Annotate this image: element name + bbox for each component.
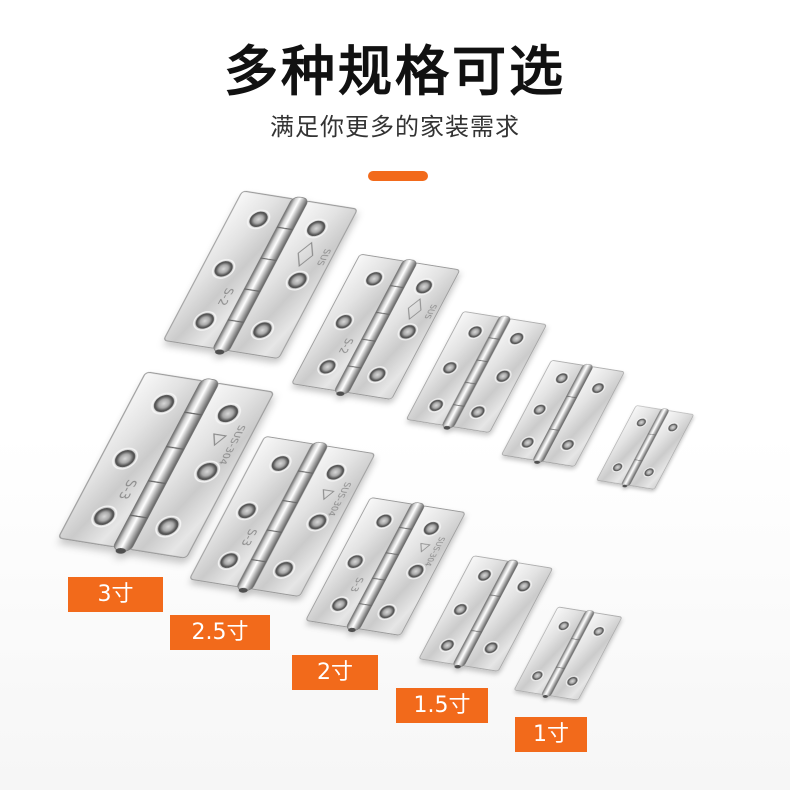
screw-hole — [468, 326, 482, 338]
hinge-pin-end — [336, 391, 345, 396]
hinge-bottom-5 — [514, 606, 622, 701]
screw-hole — [592, 383, 604, 394]
hinge-pin-end — [542, 694, 548, 698]
screw-hole — [517, 580, 531, 592]
stamp-diamond-logo — [407, 298, 422, 321]
screw-hole — [636, 418, 646, 427]
screw-hole — [308, 514, 327, 530]
screw-hole — [593, 627, 604, 636]
screw-hole — [478, 569, 491, 581]
screw-hole — [249, 211, 268, 228]
screw-hole — [613, 463, 623, 472]
hinge-pin-end — [238, 587, 248, 593]
screw-hole — [94, 507, 115, 526]
stamp-diamond-logo — [297, 241, 314, 267]
screw-hole — [532, 671, 543, 680]
screw-hole — [416, 279, 432, 294]
screw-hole — [275, 561, 293, 577]
screw-hole — [379, 605, 395, 619]
screw-hole — [668, 423, 678, 432]
page-subtitle: 满足你更多的家装需求 — [270, 113, 520, 141]
hinge-top-5 — [597, 405, 694, 490]
hinge-pin-end — [115, 547, 126, 554]
page-title: 多种规格可选 — [224, 40, 566, 103]
screw-hole — [217, 405, 239, 423]
screw-hole — [376, 514, 392, 528]
screw-hole — [306, 220, 326, 237]
hinge-top-4 — [501, 360, 625, 467]
hinge-pin-end — [443, 425, 451, 430]
size-label-2: 2寸 — [292, 655, 378, 690]
screw-hole — [288, 272, 307, 289]
hinge-bottom-4 — [419, 555, 553, 672]
screw-hole — [408, 564, 424, 578]
screw-hole — [271, 456, 290, 471]
hinge-pin-end — [214, 349, 225, 355]
screw-hole — [366, 272, 383, 286]
size-label-2-5: 2.5寸 — [170, 615, 270, 650]
screw-hole — [319, 360, 336, 374]
screw-hole — [335, 314, 352, 329]
screw-hole — [558, 621, 569, 631]
screw-hole — [454, 604, 467, 615]
screw-hole — [399, 325, 416, 339]
size-label-3: 3寸 — [68, 577, 163, 612]
screw-hole — [496, 370, 510, 382]
hinge-pin-end — [534, 460, 541, 464]
screw-hole — [220, 553, 238, 569]
screw-hole — [441, 640, 454, 651]
screw-hole — [238, 503, 256, 519]
screw-hole — [423, 522, 439, 535]
accent-divider — [368, 171, 428, 181]
screw-hole — [153, 394, 175, 413]
stamp-triangle-logo — [213, 433, 228, 447]
stamp-triangle-logo — [322, 489, 335, 501]
hinge-pin-end — [454, 664, 461, 669]
screw-hole — [510, 332, 524, 345]
screw-hole — [471, 406, 485, 418]
screw-hole — [484, 642, 498, 654]
screw-hole — [214, 261, 233, 277]
screw-hole — [369, 368, 386, 382]
screw-hole — [521, 437, 534, 448]
screw-hole — [347, 555, 363, 569]
size-label-1-5: 1.5寸 — [396, 688, 488, 723]
screw-hole — [114, 449, 136, 468]
screw-hole — [196, 462, 218, 481]
screw-hole — [562, 439, 574, 450]
screw-hole — [253, 322, 272, 338]
stamp-triangle-logo — [420, 542, 431, 553]
screw-hole — [644, 468, 654, 477]
hinge-top-3 — [406, 311, 547, 433]
screw-hole — [533, 404, 546, 415]
screw-hole — [555, 373, 568, 384]
screw-hole — [195, 313, 215, 329]
size-label-1: 1寸 — [515, 717, 587, 752]
hinge-pin-end — [622, 484, 628, 488]
screw-hole — [158, 517, 179, 536]
screw-hole — [429, 399, 443, 411]
screw-hole — [326, 464, 345, 480]
screw-hole — [332, 598, 348, 611]
screw-hole — [443, 362, 457, 374]
hinge-pin-end — [348, 627, 356, 633]
screw-hole — [567, 676, 578, 686]
